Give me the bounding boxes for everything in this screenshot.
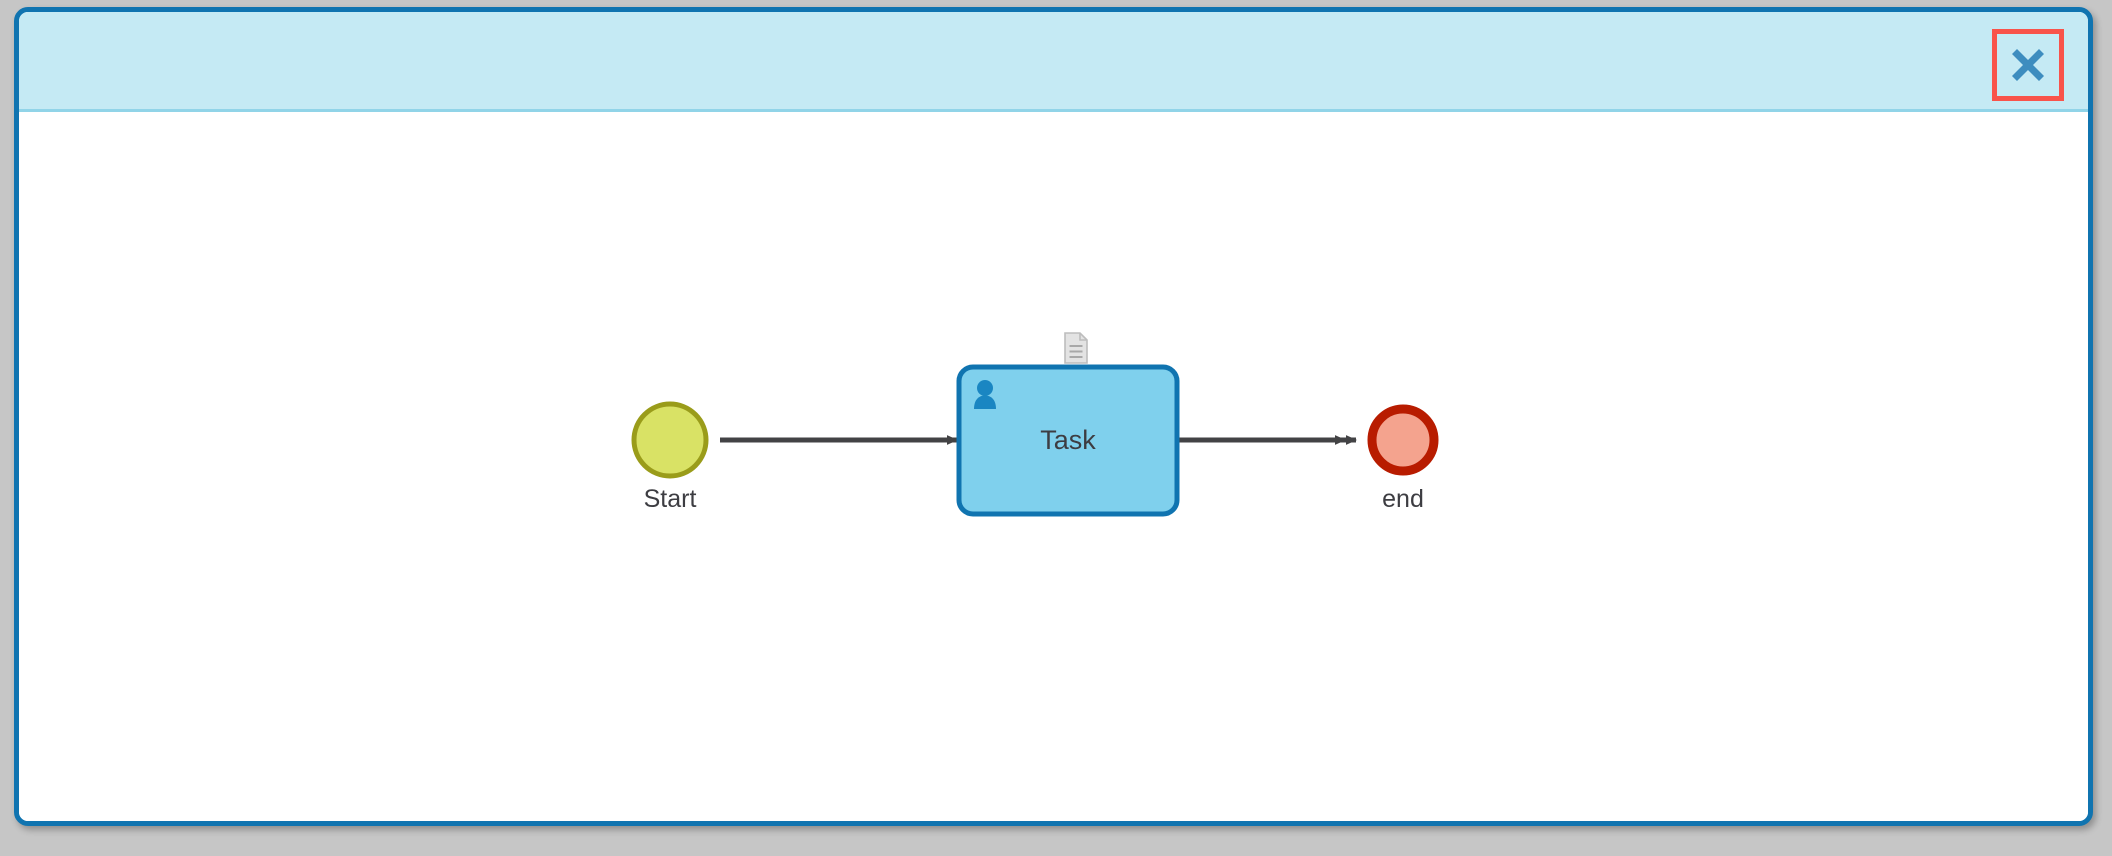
document-icon <box>1064 332 1088 364</box>
bpmn-diagram: Start Task <box>631 332 1439 517</box>
end-event-node[interactable]: end <box>1367 404 1439 513</box>
end-event-label: end <box>1382 485 1424 513</box>
start-event-circle <box>631 401 709 479</box>
task-label: Task <box>1040 425 1096 455</box>
close-button[interactable] <box>1992 29 2064 101</box>
end-event-circle <box>1367 404 1439 476</box>
dialog-window: Start Task <box>14 7 2093 826</box>
task-rectangle <box>956 364 1180 517</box>
user-icon <box>974 380 996 409</box>
start-event-node[interactable]: Start <box>631 401 709 513</box>
close-icon <box>2012 49 2044 81</box>
user-task-node[interactable]: Task <box>956 332 1180 517</box>
close-button-highlight <box>1992 29 2064 101</box>
dialog-titlebar <box>19 12 2088 112</box>
diagram-canvas[interactable]: Start Task <box>19 115 2088 821</box>
start-event-label: Start <box>644 485 697 513</box>
